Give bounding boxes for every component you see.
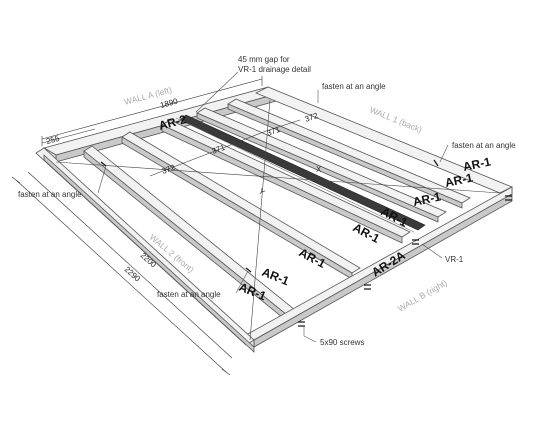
dim-371-b: 371 [266, 125, 282, 138]
gap-note-line1: 45 mm gap for [238, 55, 290, 64]
axis-y-label: Y [257, 187, 267, 198]
axis-x-label: X [316, 165, 322, 174]
leader-lines [97, 71, 449, 343]
part-ar1-right-2: AR-1 [444, 170, 475, 190]
part-ar1-right-1: AR-1 [462, 154, 493, 174]
vr1-label: VR-1 [445, 255, 464, 264]
part-ar1-right-3: AR-1 [412, 189, 443, 209]
part-ar1-front-2: AR-1 [237, 280, 269, 304]
fasten-note-left: fasten at an angle [18, 190, 82, 199]
part-ar2a: AR-2A [369, 248, 408, 279]
diagonal-lines [55, 99, 501, 341]
dim-255: 255 [45, 134, 61, 146]
dimension-lines [11, 76, 301, 376]
fasten-note-top: fasten at an angle [322, 82, 386, 91]
wall-1-label: WALL 1 (back) [368, 105, 423, 135]
joists [83, 98, 471, 322]
wall-b-label: WALL B (right) [396, 277, 449, 313]
part-ar1-front-1: AR-1 [260, 265, 292, 289]
dim-371-a: 371 [211, 143, 227, 156]
dim-372-a: 372 [161, 163, 177, 176]
fasten-note-right: fasten at an angle [452, 141, 516, 150]
dim-1890: 1890 [159, 96, 179, 109]
screws-label: 5x90 screws [320, 338, 364, 347]
dim-2290: 2290 [123, 265, 143, 284]
dim-372-b: 372 [304, 111, 320, 124]
beam-wall-2 [35, 147, 255, 353]
gap-note-line2: VR-1 drainage detail [238, 65, 311, 74]
screw-marks [100, 159, 512, 327]
fasten-note-bottom: fasten at an angle [157, 290, 221, 299]
